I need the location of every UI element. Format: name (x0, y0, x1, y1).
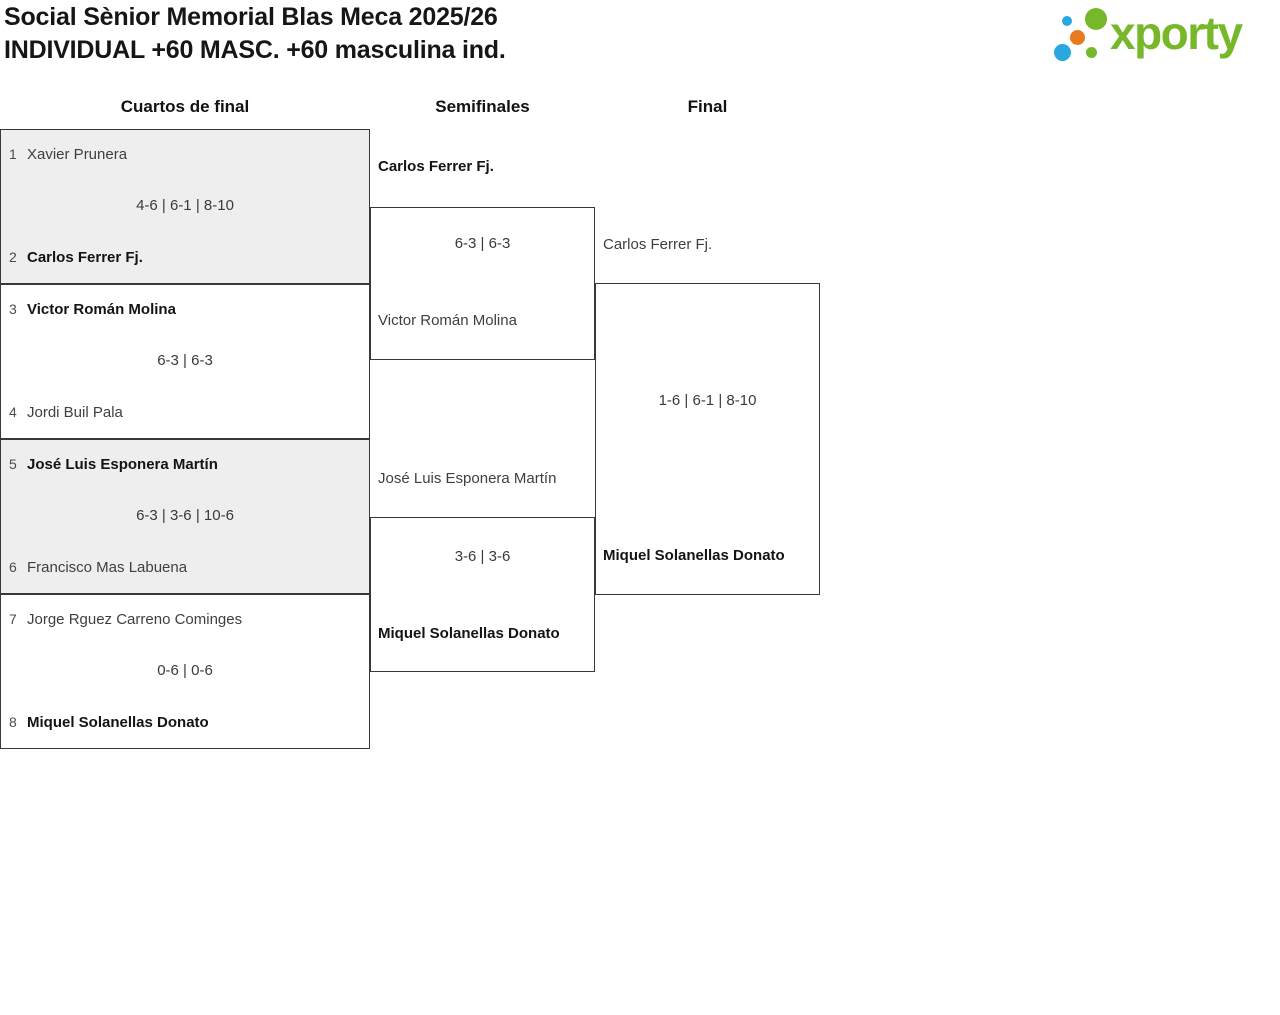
player-name: José Luis Esponera Martín (27, 456, 218, 473)
match-row: 6 Francisco Mas Labuena (9, 556, 361, 578)
logo-dot-blue-small-icon (1062, 16, 1072, 26)
logo-dot-green-small-icon (1086, 47, 1097, 58)
match-score: 1-6 | 6-1 | 8-10 (658, 392, 757, 409)
round-header-quarterfinals: Cuartos de final (120, 97, 250, 116)
player-name: Xavier Prunera (27, 146, 128, 163)
quarterfinal-1-card[interactable]: 1 Xavier Prunera 4-6 | 6-1 | 8-10 2 Carlos… (0, 129, 370, 284)
player-name: Victor Román Molina (27, 301, 176, 318)
logo-dot-orange-icon (1070, 30, 1085, 45)
round-header-final: Final (687, 97, 728, 116)
player-name: Jorge Rguez Carreno Cominges (27, 611, 243, 628)
quarterfinal-2-card[interactable]: 3 Victor Román Molina 6-3 | 6-3 4 Jordi Bu… (0, 284, 370, 439)
seed-number: 2 (9, 249, 17, 265)
seed-number: 5 (9, 456, 17, 472)
player-name: Miquel Solanellas Donato (378, 625, 560, 642)
player-name: Carlos Ferrer Fj. (603, 236, 713, 253)
match-score: 4-6 | 6-1 | 8-10 (136, 197, 234, 214)
match-row: 5 José Luis Esponera Martín (9, 453, 361, 475)
player-name: José Luis Esponera Martín (378, 470, 557, 487)
player-name: Carlos Ferrer Fj. (378, 158, 494, 175)
match-row: 8 Miquel Solanellas Donato (9, 711, 361, 733)
seed-number: 4 (9, 404, 17, 420)
logo-dot-green-large-icon (1085, 8, 1107, 30)
match-row: 7 Jorge Rguez Carreno Cominges (9, 608, 361, 630)
match-score: 3-6 | 3-6 (454, 548, 511, 565)
player-name: Jordi Buil Pala (27, 404, 123, 421)
match-score: 0-6 | 0-6 (157, 662, 213, 679)
logo-dot-blue-large-icon (1054, 44, 1071, 61)
semifinal-1-card[interactable]: Carlos Ferrer Fj. 6-3 | 6-3 Victor Román… (370, 158, 595, 360)
seed-number: 7 (9, 611, 17, 627)
quarterfinal-3-card[interactable]: 5 José Luis Esponera Martín 6-3 | 3-6 | 1… (0, 439, 370, 594)
match-row: 1 Xavier Prunera (9, 143, 361, 165)
seed-number: 1 (9, 146, 17, 162)
player-name: Carlos Ferrer Fj. (27, 249, 143, 266)
page-title: Social Sènior Memorial Blas Meca 2025/26… (4, 1, 506, 67)
player-name: Victor Román Molina (378, 312, 517, 329)
seed-number: 8 (9, 714, 17, 730)
match-row: 3 Victor Román Molina (9, 298, 361, 320)
semifinal-2-card[interactable]: José Luis Esponera Martín 3-6 | 3-6 Miqu… (370, 470, 595, 672)
final-card[interactable]: Carlos Ferrer Fj. 1-6 | 6-1 | 8-10 Mique… (595, 236, 820, 595)
player-name: Miquel Solanellas Donato (27, 714, 209, 731)
tournament-name: Social Sènior Memorial Blas Meca 2025/26 (4, 3, 498, 31)
round-header-semifinals: Semifinales (435, 97, 530, 116)
category-name: INDIVIDUAL +60 MASC. +60 masculina ind. (4, 36, 506, 64)
xporty-logo[interactable]: xporty (1048, 0, 1276, 72)
match-row: 2 Carlos Ferrer Fj. (9, 246, 361, 268)
xporty-logo-text: xporty (1110, 7, 1243, 59)
seed-number: 6 (9, 559, 17, 575)
player-name: Miquel Solanellas Donato (603, 547, 785, 564)
player-name: Francisco Mas Labuena (27, 559, 188, 576)
match-row: 4 Jordi Buil Pala (9, 401, 361, 423)
match-score: 6-3 | 6-3 (157, 352, 213, 369)
match-score: 6-3 | 3-6 | 10-6 (136, 507, 234, 524)
seed-number: 3 (9, 301, 17, 317)
match-score: 6-3 | 6-3 (454, 235, 511, 252)
